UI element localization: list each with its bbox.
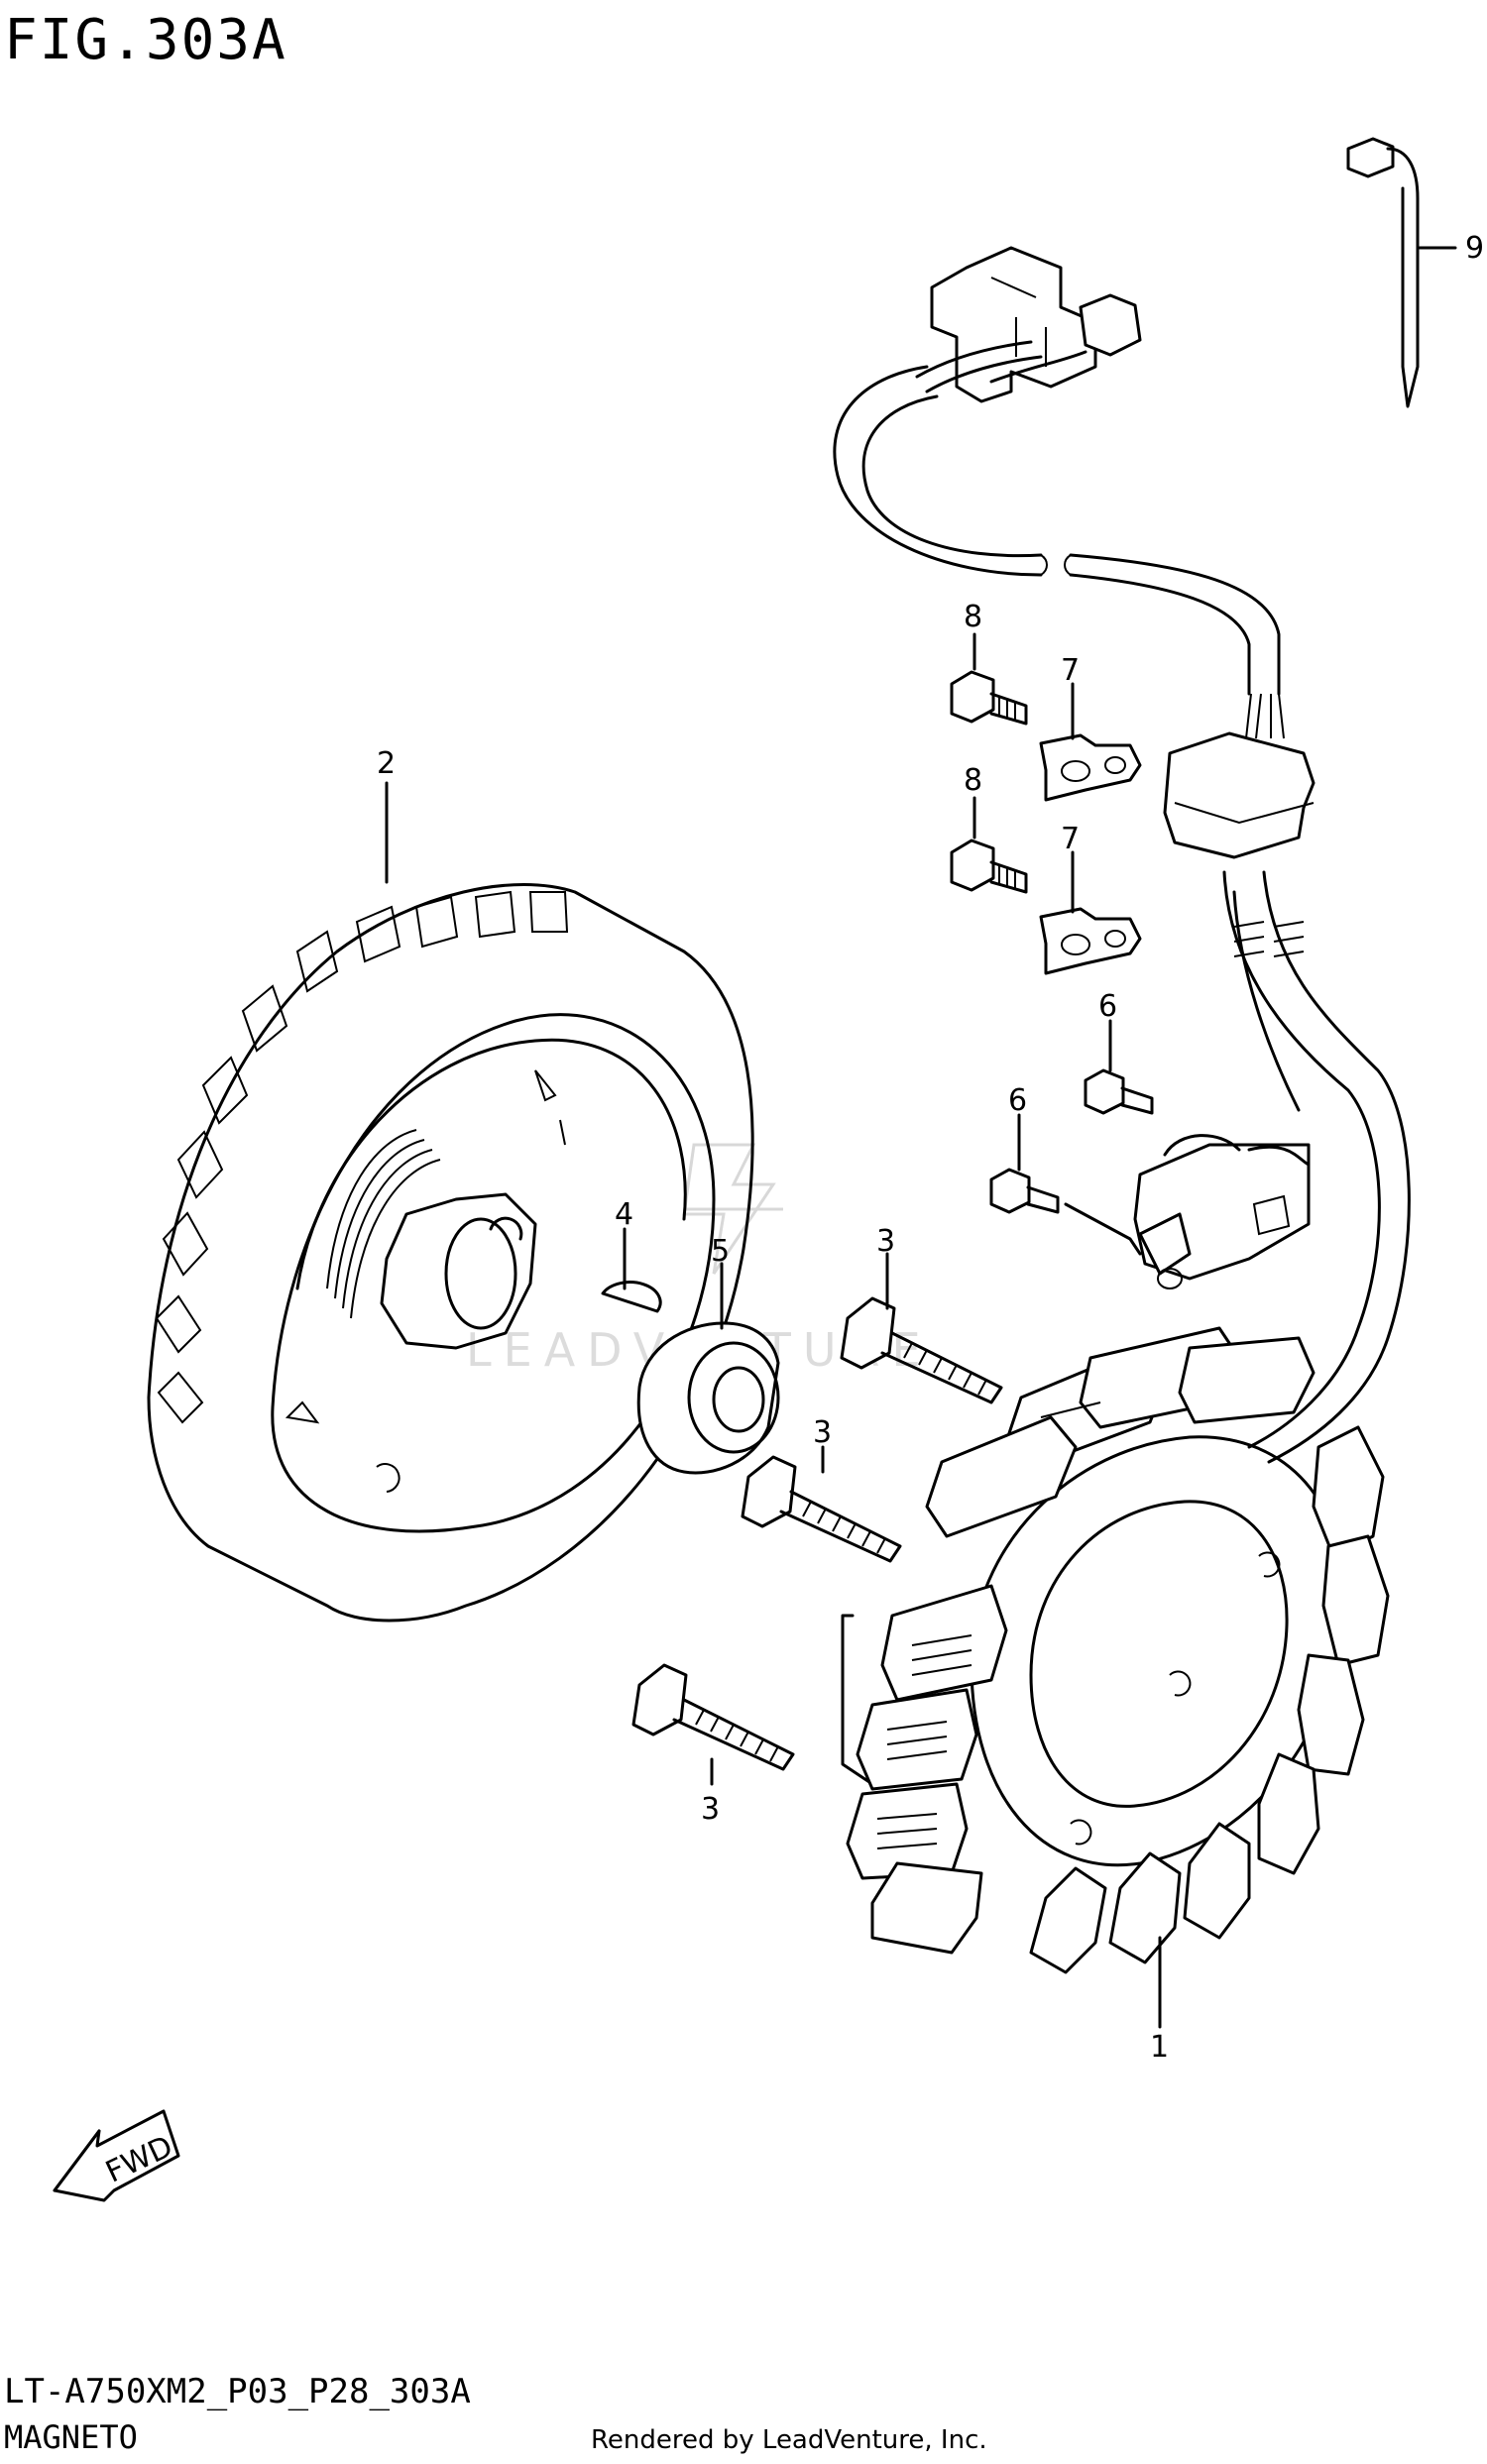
callout-7a: 7 bbox=[1061, 653, 1080, 688]
callout-2: 2 bbox=[377, 746, 396, 781]
stator-bolt-b bbox=[741, 1445, 902, 1563]
section-name: MAGNETO bbox=[4, 2418, 138, 2456]
callout-8b: 8 bbox=[964, 763, 982, 798]
pickup-screw-lower bbox=[989, 1113, 1142, 1256]
fwd-arrow-icon: FWD bbox=[53, 2109, 180, 2202]
rotor-nut bbox=[636, 1262, 780, 1475]
callout-3c: 3 bbox=[701, 1792, 720, 1827]
callout-6b: 6 bbox=[1008, 1083, 1027, 1118]
render-credit: Rendered by LeadVenture, Inc. bbox=[591, 2425, 987, 2455]
clamp-bolt-upper bbox=[950, 632, 1028, 726]
callout-4: 4 bbox=[615, 1197, 633, 1232]
callout-3a: 3 bbox=[876, 1224, 895, 1259]
callout-3b: 3 bbox=[813, 1415, 832, 1450]
callout-9: 9 bbox=[1465, 231, 1484, 266]
stator-coil bbox=[846, 1326, 1390, 2029]
model-code: LT-A750XM2_P03_P28_303A bbox=[4, 2372, 471, 2411]
pickup-coil bbox=[1133, 1134, 1311, 1289]
callout-5: 5 bbox=[711, 1234, 730, 1269]
callout-1: 1 bbox=[1150, 2030, 1169, 2065]
cable-tie bbox=[1346, 137, 1457, 408]
callout-6a: 6 bbox=[1098, 989, 1117, 1024]
wire-clamp-lower bbox=[1039, 850, 1142, 975]
wire-clamp-upper bbox=[1039, 682, 1142, 802]
figure-title: FIG.303A bbox=[4, 8, 287, 72]
rotor-flywheel bbox=[147, 781, 754, 1623]
woodruff-key bbox=[601, 1227, 662, 1313]
pickup-screw-upper bbox=[1084, 1019, 1154, 1115]
stator-bolt-a bbox=[840, 1252, 1003, 1404]
callout-7b: 7 bbox=[1061, 822, 1080, 856]
stator-bolt-c bbox=[631, 1614, 874, 1786]
wiring-harness bbox=[833, 246, 1411, 1464]
clamp-bolt-lower bbox=[950, 796, 1028, 894]
callout-8a: 8 bbox=[964, 600, 982, 634]
